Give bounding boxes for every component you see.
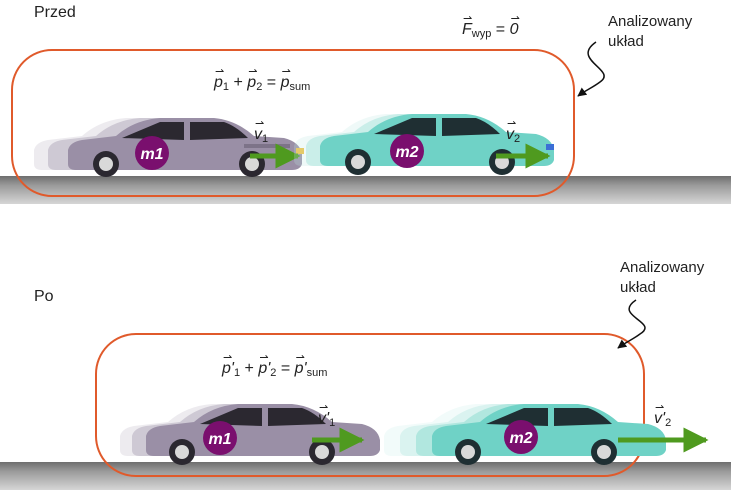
mass-label-1-before: m1 — [140, 146, 163, 163]
system-boundary-before — [11, 49, 575, 197]
mass-label-2-before: m2 — [395, 144, 418, 161]
mass-label-1-after: m1 — [208, 431, 231, 448]
system-label-after-line1: Analizowany — [620, 259, 705, 276]
velocity-label-1-before: ⇀v1 — [254, 118, 269, 145]
car-1-before — [34, 118, 304, 177]
system-label-before-line2: układ — [608, 33, 644, 50]
system-label-after-line2: układ — [620, 279, 656, 296]
external-force-equation: ⇀Fwyp = ⇀0 — [462, 13, 520, 40]
ground-top — [0, 176, 731, 204]
momentum-equation-before: ⇀p1 + ⇀p2 = ⇀psum — [214, 66, 311, 93]
car-2-after — [384, 404, 666, 465]
system-pointer-after — [617, 299, 646, 349]
momentum-equation-after: ⇀p'1 + ⇀p'2 = ⇀p'sum — [222, 352, 328, 379]
system-boundary-after — [95, 333, 645, 477]
velocity-label-1-after: ⇀v'1 — [318, 402, 336, 429]
mass-label-2-after: m2 — [509, 430, 532, 447]
mass-circle-1-before — [135, 136, 169, 170]
system-label-before-line1: Analizowany — [608, 13, 693, 30]
velocity-label-2-before: ⇀v2 — [506, 118, 521, 145]
label-before: Przed — [34, 4, 76, 21]
mass-circle-2-after — [504, 420, 538, 454]
label-after: Po — [34, 288, 54, 305]
mass-circle-2-before — [390, 134, 424, 168]
velocity-label-2-after: ⇀v'2 — [654, 402, 672, 429]
car-1-after — [120, 404, 380, 465]
system-pointer-before — [577, 41, 605, 97]
mass-circle-1-after — [203, 421, 237, 455]
